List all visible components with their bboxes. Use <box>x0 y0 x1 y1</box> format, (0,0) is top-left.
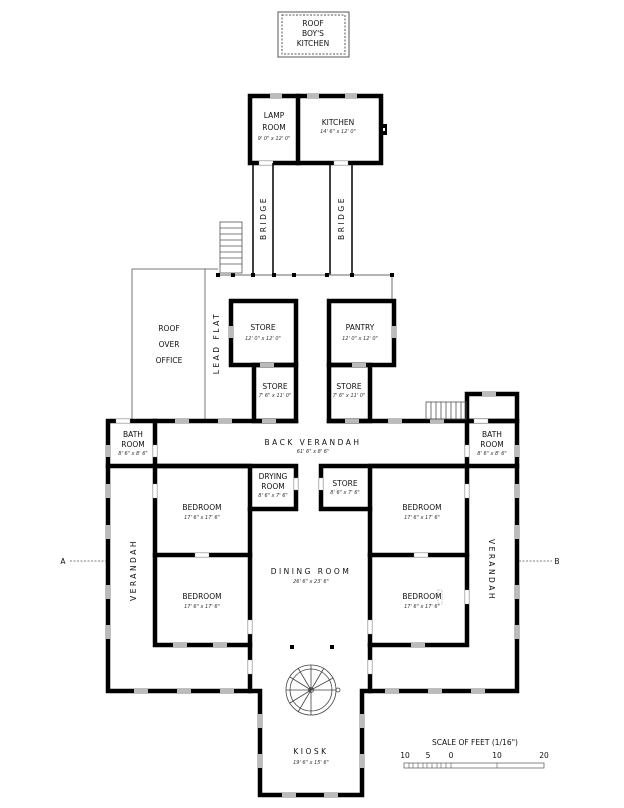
roof-boys-kitchen-box: ROOF BOY'S KITCHEN <box>277 11 350 58</box>
room-label: 61' 6" x 8' 6" <box>297 449 330 455</box>
room-label: DRYING <box>259 472 288 481</box>
room-label: LAMP <box>264 111 285 120</box>
room-label: STORE <box>262 382 287 391</box>
section-mark-a: A <box>60 557 66 566</box>
kitchen-block: LAMP ROOM 9' 0" x 12' 0" KITCHEN 14' 6" … <box>247 93 387 166</box>
room-label: 7' 6" x 11' 0" <box>259 393 292 399</box>
room-label: 8' 6" x 8' 6" <box>477 451 506 457</box>
room-label: BATH <box>123 430 143 439</box>
room-label: BEDROOM <box>402 503 441 512</box>
room-label: KITCHEN <box>322 118 355 127</box>
room-label: VERANDAH <box>487 539 496 601</box>
stair-right <box>425 401 467 420</box>
room-label: BACK VERANDAH <box>264 438 361 447</box>
section-mark-b: B <box>554 557 559 566</box>
room-label: SCALE OF FEET (1/16") <box>432 738 518 747</box>
title-line: ROOF <box>302 19 323 28</box>
room-label: DINING ROOM <box>271 567 352 576</box>
room-label: ROOM <box>480 440 504 449</box>
room-label: 19' 6" x 15' 6" <box>293 760 329 766</box>
room-label: ROOF <box>158 324 179 333</box>
room-label: OVER <box>159 340 180 349</box>
room-label: BEDROOM <box>402 592 441 601</box>
room-label: 0 <box>449 751 454 760</box>
scale-bar: SCALE OF FEET (1/16") 10 5 0 10 20 <box>400 738 549 769</box>
service-rooms: STORE 12' 0" x 12' 0" PANTRY 12' 0" x 12… <box>228 298 397 424</box>
room-label: KIOSK <box>293 747 328 756</box>
room-label: 5 <box>426 751 431 760</box>
pillar <box>290 645 294 649</box>
room-label: ROOM <box>261 482 285 491</box>
bridges: BRIDGE BRIDGE <box>216 163 394 300</box>
room-label: 9' 0" x 12' 0" <box>258 136 291 142</box>
room-label: 17' 6" x 17' 6" <box>184 604 220 610</box>
pillar <box>330 645 334 649</box>
title-line: BOY'S <box>302 29 324 38</box>
room-label: BATH <box>482 430 502 439</box>
room-label: 14' 6" x 12' 0" <box>320 129 356 135</box>
room-label: VERANDAH <box>129 539 138 601</box>
bridge-right-label: BRIDGE <box>337 196 346 240</box>
room-label: 26' 6" x 23' 6" <box>293 579 329 585</box>
bridge-left-label: BRIDGE <box>259 196 268 240</box>
spiral-stair <box>285 664 341 716</box>
room-label: 17' 6" x 17' 6" <box>404 515 440 521</box>
room-label: 10 <box>400 751 410 760</box>
room-label: BEDROOM <box>182 592 221 601</box>
room-label: 12' 0" x 12' 0" <box>342 336 378 342</box>
room-label: 8' 6" x 8' 6" <box>118 451 147 457</box>
room-label: STORE <box>332 479 357 488</box>
room-label: STORE <box>336 382 361 391</box>
room-label: 8' 6" x 7' 6" <box>330 490 359 496</box>
main-walls <box>105 391 520 798</box>
room-label: 17' 6" x 17' 6" <box>184 515 220 521</box>
room-label: 10 <box>492 751 502 760</box>
room-label: ROOM <box>262 123 286 132</box>
room-label: 8' 6" x 7' 6" <box>258 493 287 499</box>
room-label: OFFICE <box>156 356 183 365</box>
title-line: KITCHEN <box>297 39 330 48</box>
room-label: ROOM <box>121 440 145 449</box>
room-label: STORE <box>250 323 275 332</box>
room-label: 17' 6" x 17' 6" <box>404 604 440 610</box>
room-label: 12' 0" x 12' 0" <box>245 336 281 342</box>
room-label: 7' 6" x 11' 0" <box>333 393 366 399</box>
room-label: 20 <box>539 751 549 760</box>
stair-top <box>219 221 243 274</box>
room-label: BEDROOM <box>182 503 221 512</box>
lead-flat-label: LEAD FLAT <box>212 312 221 375</box>
room-label: PANTRY <box>346 323 375 332</box>
